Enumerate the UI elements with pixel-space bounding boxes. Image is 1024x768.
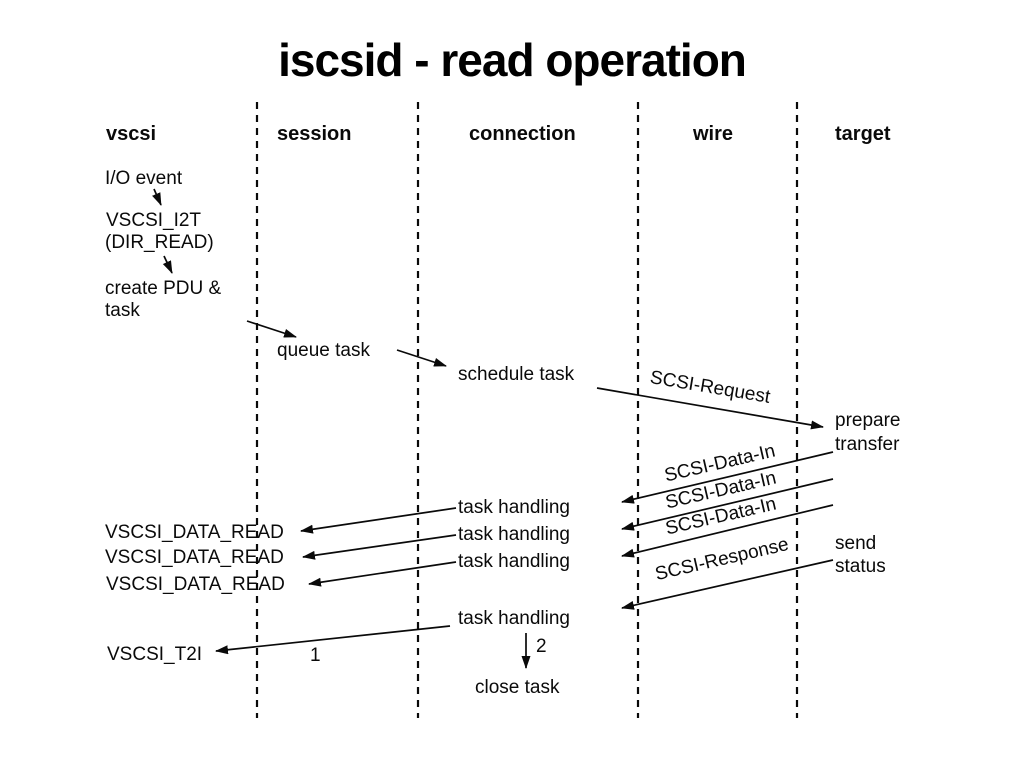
arrow-scsi-response: [621, 559, 834, 610]
label-task-handling-1: task handling: [458, 497, 570, 518]
label-create-pdu-line1: create PDU &: [105, 278, 222, 299]
slide-title: iscsid - read operation: [278, 34, 747, 86]
arrow-queuetask-to-scheduletask: [396, 349, 447, 367]
step-number-2: 2: [536, 636, 547, 657]
lane-header-target: target: [835, 123, 891, 145]
lane-header-session: session: [277, 123, 352, 145]
arrow-scsi-data-in-1: [621, 451, 834, 504]
label-queue-task: queue task: [277, 340, 370, 361]
lane-header-wire: wire: [693, 123, 734, 145]
label-vscsi-data-read-2: VSCSI_DATA_READ: [105, 547, 284, 568]
label-task-handling-2: task handling: [458, 524, 570, 545]
arrow-taskhandling-to-dataread-2: [302, 534, 457, 560]
arrow-ioevent-to-i2t: [152, 188, 162, 206]
label-vscsi-data-read-1: VSCSI_DATA_READ: [105, 522, 284, 543]
label-send-line2: status: [835, 556, 886, 577]
label-io-event: I/O event: [105, 168, 183, 189]
arrow-scsi-request: [596, 387, 824, 430]
label-create-pdu-line2: task: [105, 300, 140, 321]
label-task-handling-3: task handling: [458, 551, 570, 572]
arrow-createpdu-to-queuetask: [246, 320, 297, 338]
label-schedule-task: schedule task: [458, 364, 575, 385]
arrow-taskhandling-to-dataread-1: [300, 507, 457, 534]
label-send-line1: send: [835, 533, 877, 554]
arrow-taskhandling-to-dataread-3: [308, 561, 457, 587]
lane-header-connection: connection: [469, 123, 576, 145]
arrow-taskhandling-to-t2i: [215, 625, 451, 655]
step-number-1: 1: [310, 645, 321, 666]
label-vscsi-i2t: VSCSI_I2T: [106, 210, 202, 231]
label-vscsi-data-read-3: VSCSI_DATA_READ: [106, 574, 285, 595]
label-prepare-line2: transfer: [835, 434, 900, 455]
arrow-scsi-data-in-3: [621, 504, 834, 558]
lane-header-vscsi: vscsi: [106, 123, 157, 145]
label-task-handling-4: task handling: [458, 608, 570, 629]
label-vscsi-t2i: VSCSI_T2I: [107, 644, 203, 665]
arrow-scsi-data-in-2: [621, 478, 834, 531]
arrow-i2t-to-createpdu: [162, 255, 173, 274]
label-dir-read: (DIR_READ): [105, 232, 214, 253]
label-close-task: close task: [475, 677, 560, 698]
label-prepare-line1: prepare: [835, 410, 901, 431]
